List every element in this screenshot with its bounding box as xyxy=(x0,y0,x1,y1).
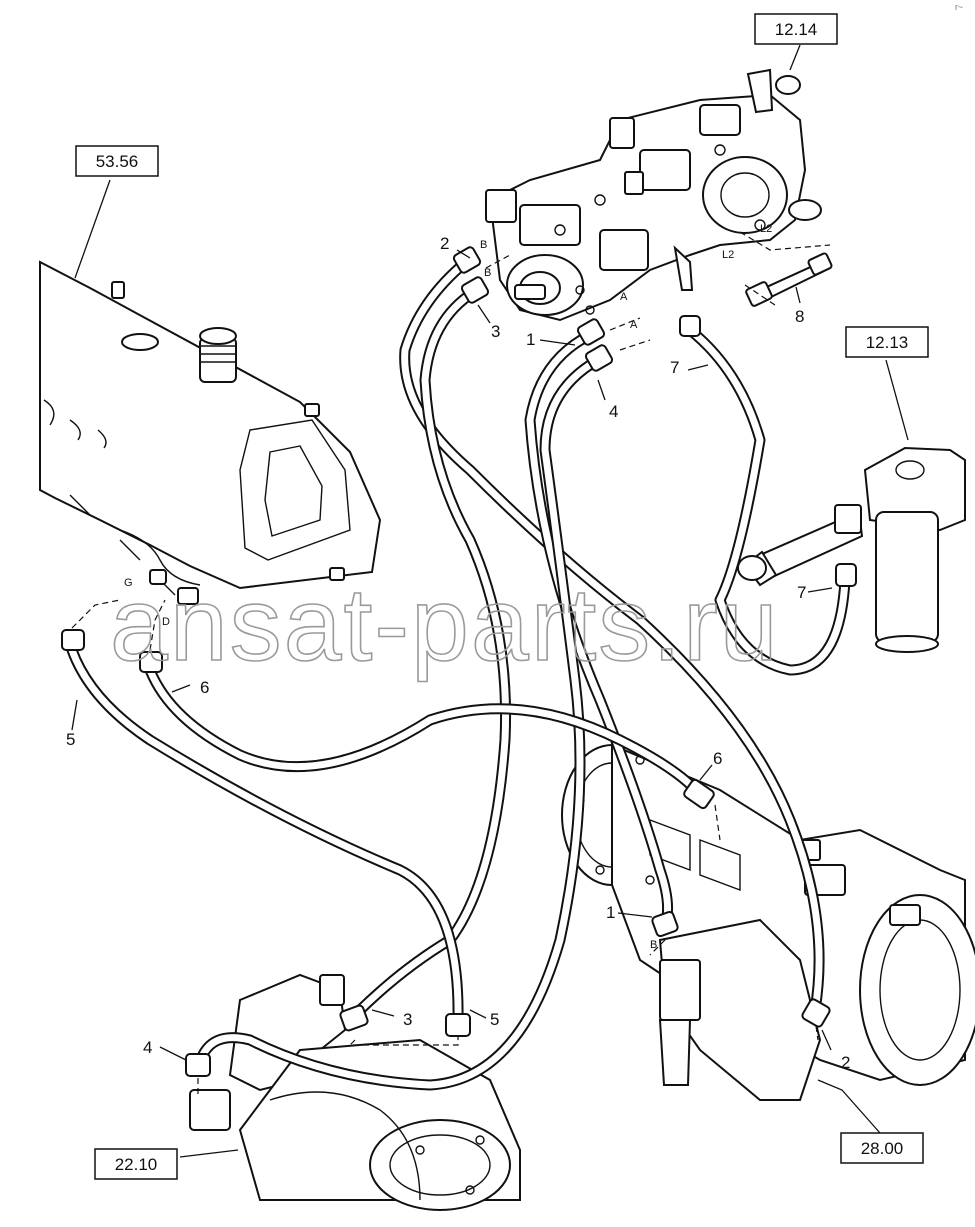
filter-assembly xyxy=(737,446,966,653)
port-a-1: A xyxy=(620,291,628,303)
port-labels: B B A A L2 L2 G D B xyxy=(124,223,772,951)
callout-2-bottom: 2 xyxy=(841,1053,850,1072)
callout-8: 8 xyxy=(795,307,804,326)
hose-item-4 xyxy=(194,354,604,1091)
reference-box-12-13[interactable]: 12.13 xyxy=(845,326,929,358)
callout-2-top: 2 xyxy=(440,234,449,253)
port-l2-2: L2 xyxy=(722,249,734,261)
connection-dashes xyxy=(71,231,831,1095)
callout-1-top: 1 xyxy=(526,330,535,349)
port-g: G xyxy=(124,577,133,589)
reference-box-12-14[interactable]: 12.14 xyxy=(754,13,838,45)
watermark-text: ansat-parts.ru xyxy=(110,567,780,683)
reference-label: 28.00 xyxy=(861,1139,904,1158)
port-b-2: B xyxy=(484,267,491,279)
port-l2-1: L2 xyxy=(760,223,772,235)
callout-leaders xyxy=(71,44,909,1158)
callout-7-top: 7 xyxy=(670,358,679,377)
fitting-item-8 xyxy=(745,252,833,307)
hose-item-1 xyxy=(524,329,674,931)
callout-4-bottom: 4 xyxy=(143,1038,152,1057)
hose-end-fittings xyxy=(61,246,857,1077)
hose-item-6 xyxy=(144,664,706,801)
callout-6-right: 6 xyxy=(713,749,722,768)
hydraulic-pump-assembly xyxy=(485,68,822,322)
corner-mark: r~ xyxy=(955,2,963,12)
hose-item-5 xyxy=(66,644,464,1026)
drive-motor-axle-assembly xyxy=(561,743,975,1101)
reference-label: 12.14 xyxy=(775,20,818,39)
port-a-2: A xyxy=(630,319,638,331)
port-b-1: B xyxy=(480,239,487,251)
reference-label: 22.10 xyxy=(115,1155,158,1174)
reference-box-22-10[interactable]: 22.10 xyxy=(94,1148,178,1180)
callout-5-left: 5 xyxy=(66,730,75,749)
reference-box-53-56[interactable]: 53.56 xyxy=(75,145,159,177)
hose-item-7 xyxy=(684,324,851,676)
hose-item-2 xyxy=(399,256,825,1016)
port-b-3: B xyxy=(650,939,657,951)
callout-1-bottom: 1 xyxy=(606,903,615,922)
reference-label: 53.56 xyxy=(96,152,139,171)
callout-7-right: 7 xyxy=(797,583,806,602)
reference-label: 12.13 xyxy=(866,333,909,352)
callout-4-top: 4 xyxy=(609,402,618,421)
item-callouts: 2 3 1 4 7 8 7 5 6 6 1 2 3 5 4 xyxy=(66,234,850,1072)
engine-cover-assembly xyxy=(39,260,382,605)
reference-box-28-00[interactable]: 28.00 xyxy=(840,1132,924,1164)
callout-3-bottom: 3 xyxy=(403,1010,412,1029)
callout-5-bottom: 5 xyxy=(490,1010,499,1029)
callout-3-top: 3 xyxy=(491,322,500,341)
callout-6-left: 6 xyxy=(200,678,209,697)
port-d: D xyxy=(162,616,170,628)
